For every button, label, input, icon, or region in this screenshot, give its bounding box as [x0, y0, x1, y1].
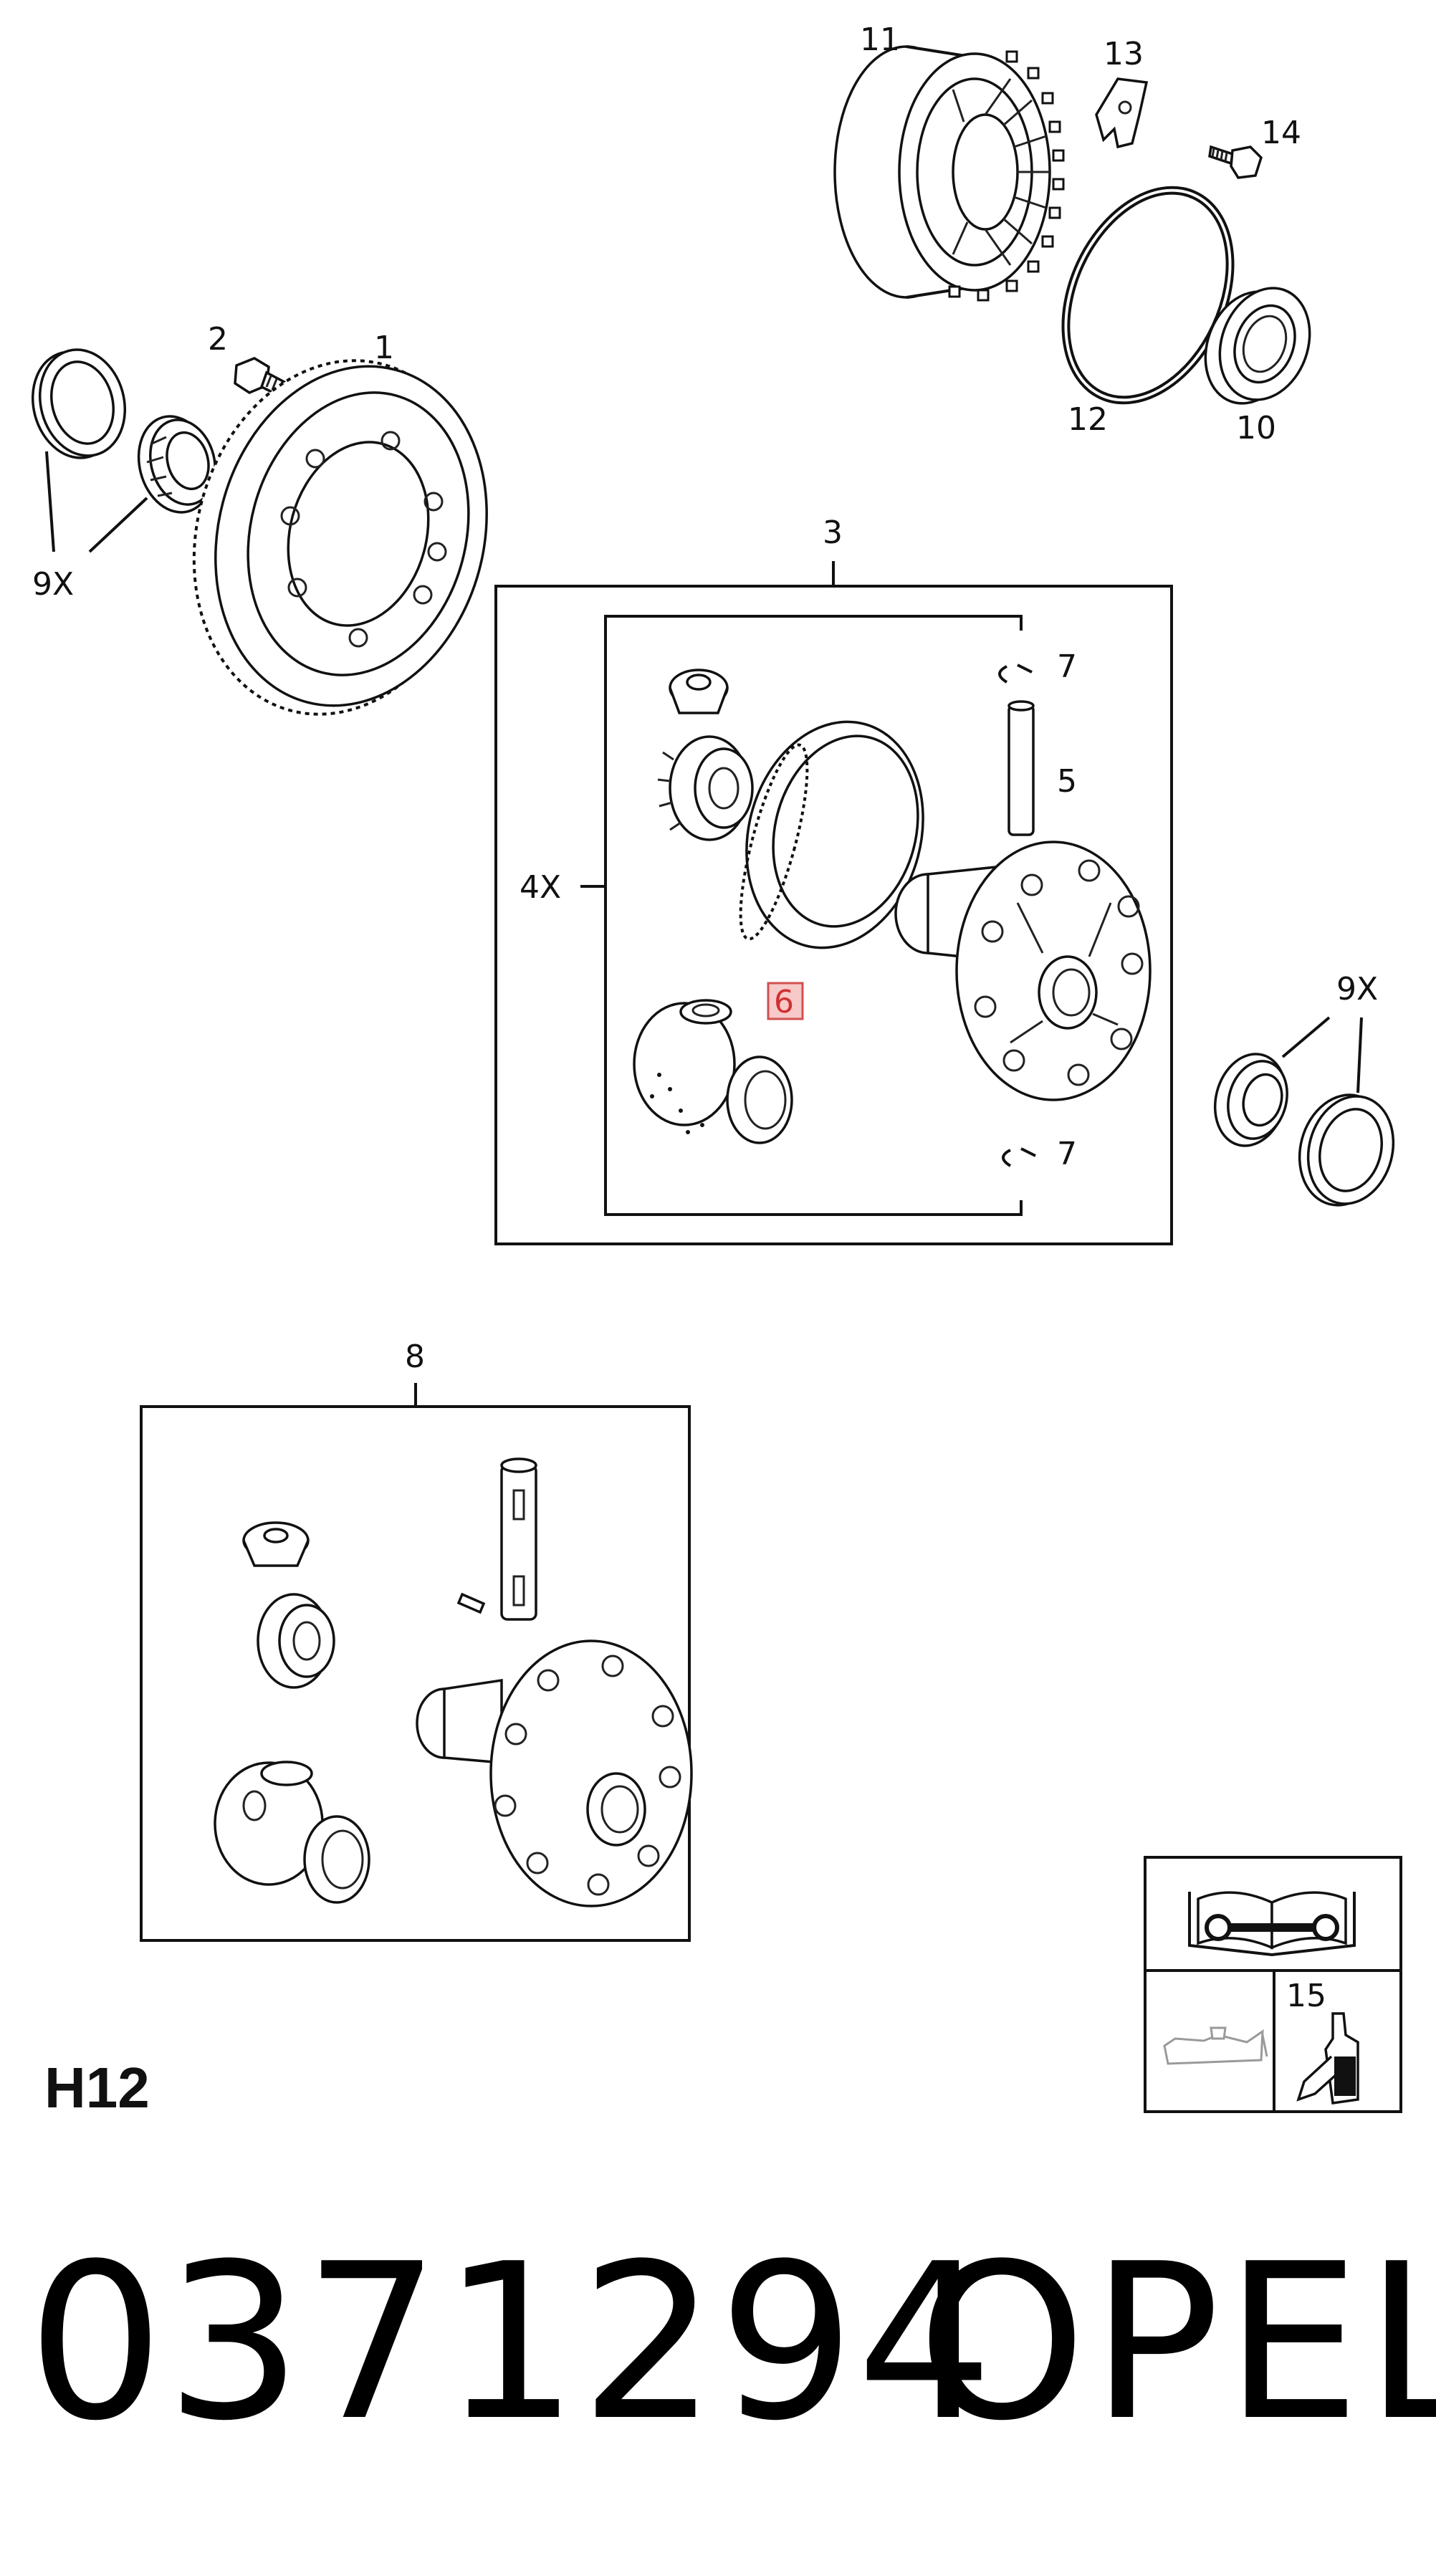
part-pinion-gear-small [669, 669, 729, 714]
callout-9x-right: 9X [1336, 971, 1378, 1007]
part-differential-case [894, 841, 1152, 1101]
part-number: 0371294 [27, 2218, 995, 2468]
callout-11: 11 [860, 21, 900, 58]
callout-10: 10 [1236, 410, 1276, 446]
callout-15: 15 [1286, 1978, 1326, 2014]
part-7-clip-top [998, 664, 1033, 684]
callout-12: 12 [1068, 401, 1108, 438]
callout-1: 1 [374, 330, 394, 366]
part-13-bracket [1095, 77, 1149, 149]
part-7-clip-bottom [1002, 1147, 1036, 1167]
part-14-bolt [1208, 145, 1263, 179]
callout-9x-left: 9X [32, 566, 74, 603]
part-1-ring-gear [192, 359, 488, 716]
callout-6: 6 [774, 984, 794, 1020]
callout-14: 14 [1261, 115, 1301, 151]
part-10-bearing [1204, 287, 1311, 405]
part-side-gear [657, 735, 754, 841]
bracket-4x [604, 615, 1023, 1216]
part-8-differential-case [416, 1639, 693, 1907]
part-11-housing [833, 45, 1065, 302]
callout-2: 2 [208, 321, 228, 358]
callout-7b: 7 [1057, 1136, 1077, 1172]
part-reluctor-ring [739, 720, 924, 949]
part-8-spider-housing [214, 1761, 370, 1904]
part-8-pinion-small [242, 1521, 310, 1567]
leader-9x-left [45, 451, 148, 553]
legend-box: 15 [1144, 1856, 1402, 2113]
callout-5: 5 [1057, 763, 1077, 800]
part-9x-right-bearing [1213, 1053, 1395, 1207]
workshop-manual-icon [1188, 1891, 1356, 1957]
brand-name: OPEL [917, 2218, 1436, 2468]
part-5-pin [1007, 700, 1035, 836]
part-9x-left-bearing [31, 348, 216, 514]
oil-can-icon [1163, 2026, 1268, 2065]
callout-3: 3 [823, 514, 843, 551]
part-8-side-gear [257, 1593, 335, 1689]
part-6-spider-housing [633, 999, 793, 1144]
section-code: H12 [44, 2056, 150, 2120]
part-8-cross-shaft [456, 1457, 537, 1621]
callout-13: 13 [1104, 36, 1144, 72]
callout-8: 8 [405, 1339, 425, 1375]
callout-6-highlight [767, 982, 804, 1020]
callout-7a: 7 [1057, 648, 1077, 685]
sealant-bottle-icon [1296, 2012, 1359, 2105]
leader-9x-right [1281, 1016, 1363, 1093]
callout-4x: 4X [520, 869, 561, 906]
